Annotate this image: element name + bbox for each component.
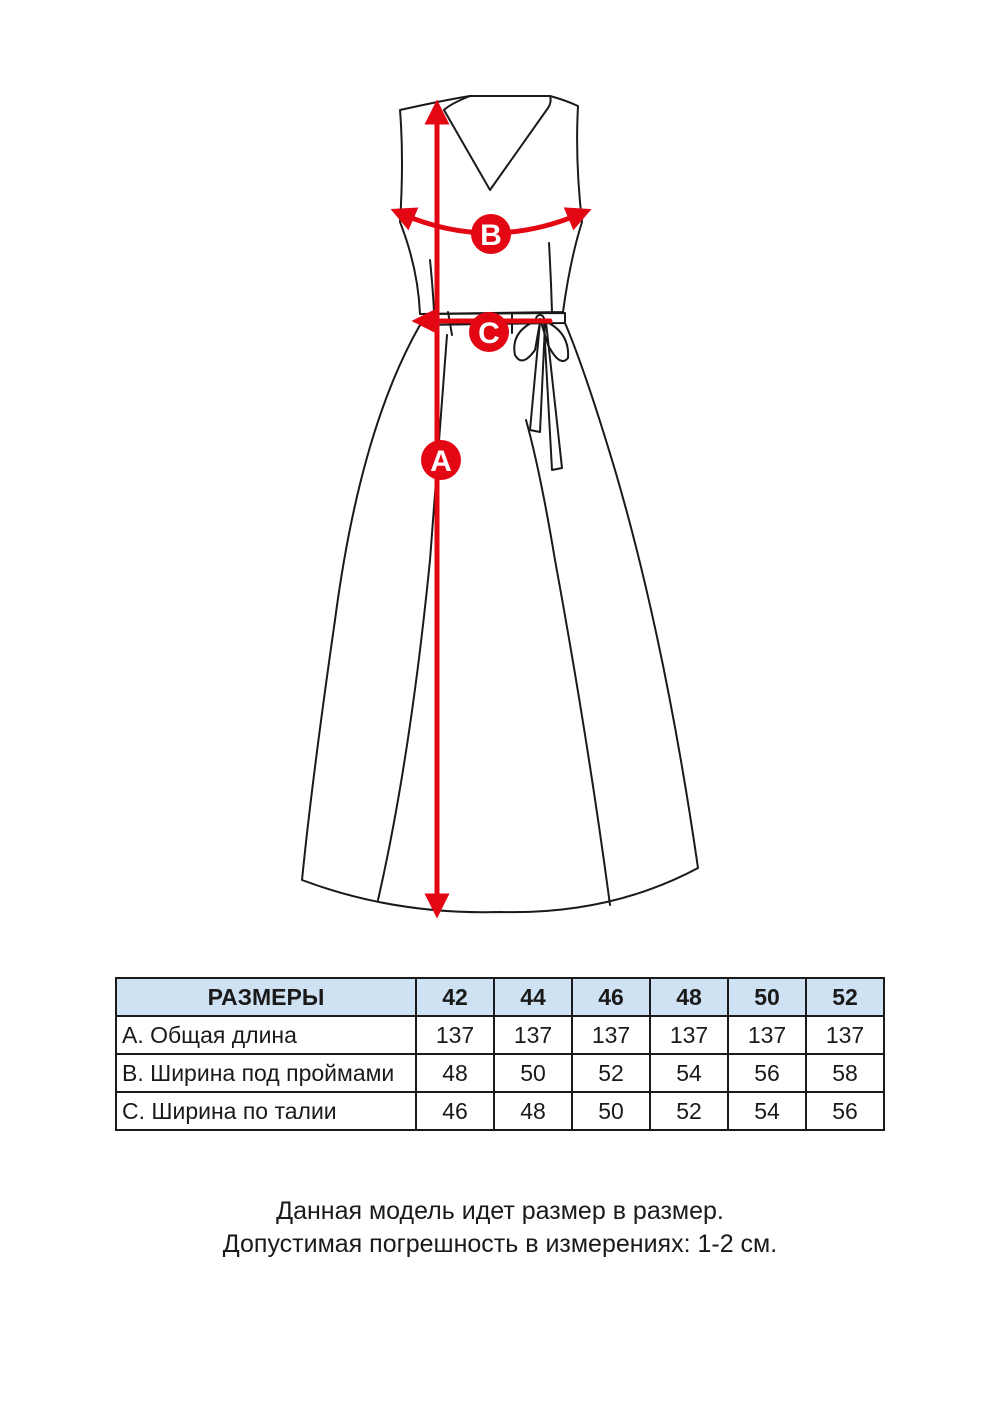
table-cell: 52 <box>649 1091 729 1131</box>
row-name: C. Ширина по талии <box>115 1091 417 1131</box>
table-row: B. Ширина под проймами 48 50 52 54 56 58 <box>115 1053 885 1093</box>
header-size: 48 <box>649 977 729 1017</box>
table-cell: 46 <box>415 1091 495 1131</box>
table-cell: 137 <box>727 1015 807 1055</box>
table-row: C. Ширина по талии 46 48 50 52 54 56 <box>115 1091 885 1131</box>
row-name: A. Общая длина <box>115 1015 417 1055</box>
table-cell: 52 <box>571 1053 651 1093</box>
header-size: 46 <box>571 977 651 1017</box>
table-cell: 50 <box>571 1091 651 1131</box>
header-sizes-label: РАЗМЕРЫ <box>115 977 417 1017</box>
size-table: РАЗМЕРЫ 42 44 46 48 50 52 A. Общая длина… <box>115 977 885 1131</box>
dress-diagram: B C A <box>301 95 699 919</box>
table-cell: 54 <box>727 1091 807 1131</box>
dress-outline <box>301 95 699 914</box>
table-cell: 48 <box>415 1053 495 1093</box>
table-cell: 137 <box>571 1015 651 1055</box>
header-size: 50 <box>727 977 807 1017</box>
table-cell: 137 <box>805 1015 885 1055</box>
table-cell: 137 <box>415 1015 495 1055</box>
table-header-row: РАЗМЕРЫ 42 44 46 48 50 52 <box>115 977 885 1017</box>
header-size: 44 <box>493 977 573 1017</box>
size-notes: Данная модель идет размер в размер. Допу… <box>0 1195 1000 1261</box>
svg-text:C: C <box>478 317 500 350</box>
note-tolerance: Допустимая погрешность в измерениях: 1-2… <box>222 1230 778 1258</box>
marker-b: B <box>471 214 511 254</box>
note-fit: Данная модель идет размер в размер. <box>276 1197 724 1225</box>
table-cell: 50 <box>493 1053 573 1093</box>
header-size: 42 <box>415 977 495 1017</box>
table-cell: 56 <box>727 1053 807 1093</box>
svg-text:A: A <box>430 445 452 478</box>
table-cell: 54 <box>649 1053 729 1093</box>
table-cell: 56 <box>805 1091 885 1131</box>
table-row: A. Общая длина 137 137 137 137 137 137 <box>115 1015 885 1055</box>
marker-a: A <box>421 440 461 480</box>
table-cell: 137 <box>493 1015 573 1055</box>
table-cell: 137 <box>649 1015 729 1055</box>
svg-text:B: B <box>480 219 502 252</box>
table-cell: 48 <box>493 1091 573 1131</box>
header-size: 52 <box>805 977 885 1017</box>
marker-c: C <box>469 312 509 352</box>
table-cell: 58 <box>805 1053 885 1093</box>
row-name: B. Ширина под проймами <box>115 1053 417 1093</box>
